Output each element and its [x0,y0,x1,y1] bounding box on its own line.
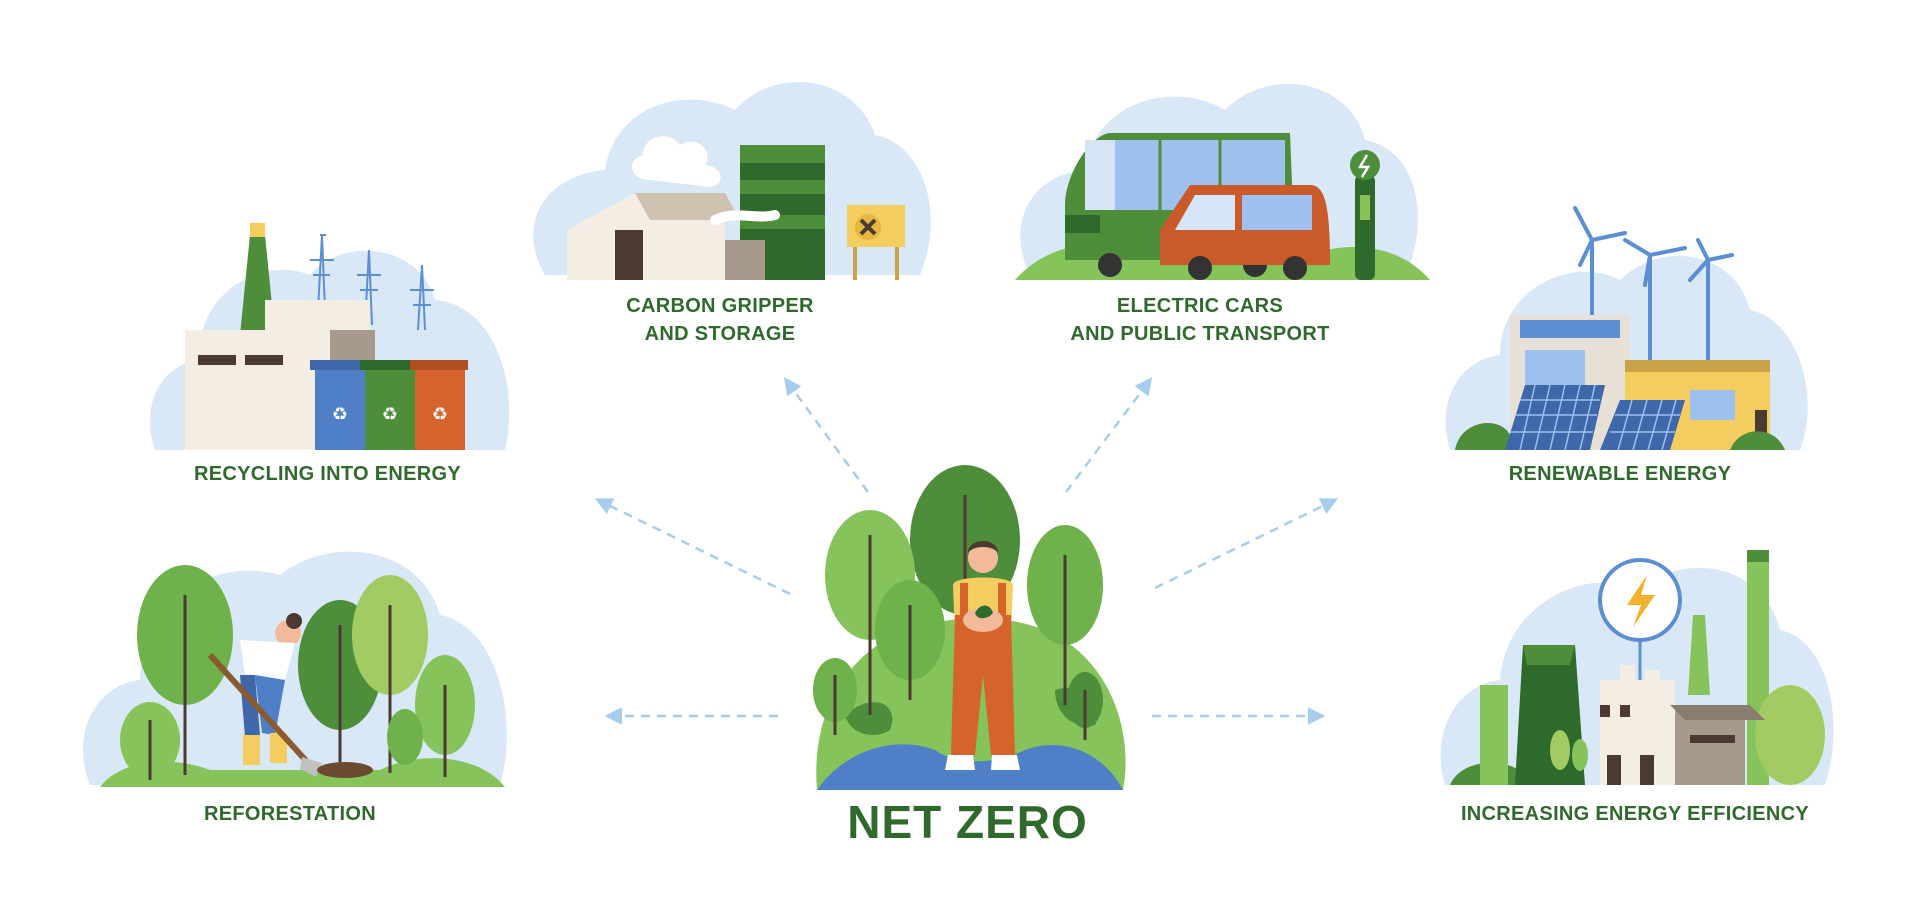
tree-icon [813,465,1103,740]
recycling-bins: ♻ ♻ ♻ [310,360,468,450]
lightning-sign-icon [1598,558,1682,680]
carbon-storage-line1: CARBON GRIPPER [626,295,814,317]
net-zero-illustration [805,465,1130,795]
carbon-storage-line2: AND STORAGE [644,323,796,345]
reforestation-illustration [80,525,520,790]
arrow-to-renewable [1154,498,1339,590]
chimney-icon [1480,685,1508,785]
factory-building [185,330,330,450]
efficiency-label: INCREASING ENERGY EFFICIENCY [1460,803,1810,825]
solar-panel-icon [1505,384,1685,451]
recycling-label: RECYCLING INTO ENERGY [193,463,462,485]
efficiency-illustration [1435,545,1835,790]
arrow-to-recycling [594,498,791,596]
page-title: NET ZERO [847,796,1088,848]
bin-green [365,365,415,450]
carbon-storage-label: CARBON GRIPPER AND STORAGE [590,292,850,348]
reforestation-label: REFORESTATION [203,803,377,825]
warehouse-door [615,230,643,280]
tree-icon [120,565,475,780]
charger-icon [1355,175,1375,280]
electric-transport-line1: ELECTRIC CARS [1116,295,1284,317]
wind-turbine-icon [1573,206,1734,367]
electric-transport-illustration [1010,55,1430,285]
cloud-icon [631,136,721,187]
electric-transport-label: ELECTRIC CARS AND PUBLIC TRANSPORT [1050,292,1350,348]
person-holding-seedling [945,541,1020,770]
renewable-label: RENEWABLE ENERGY [1508,463,1732,485]
seedling-icon [975,605,993,619]
arrow-to-electric [1065,377,1153,493]
gardener-person [207,613,373,778]
recycling-illustration: ♻ ♻ ♻ [150,215,515,455]
svg-text:♻: ♻ [332,404,348,425]
bin-blue [315,365,365,450]
carbon-storage-illustration [525,55,935,285]
arrow-to-carbon [783,377,870,493]
svg-text:♻: ♻ [432,404,448,425]
ground [100,758,505,787]
svg-text:♻: ♻ [382,404,398,425]
bin-orange [415,365,465,450]
shovel-icon [207,652,313,768]
renewable-illustration [1440,200,1810,455]
electric-transport-line2: AND PUBLIC TRANSPORT [1070,323,1330,345]
